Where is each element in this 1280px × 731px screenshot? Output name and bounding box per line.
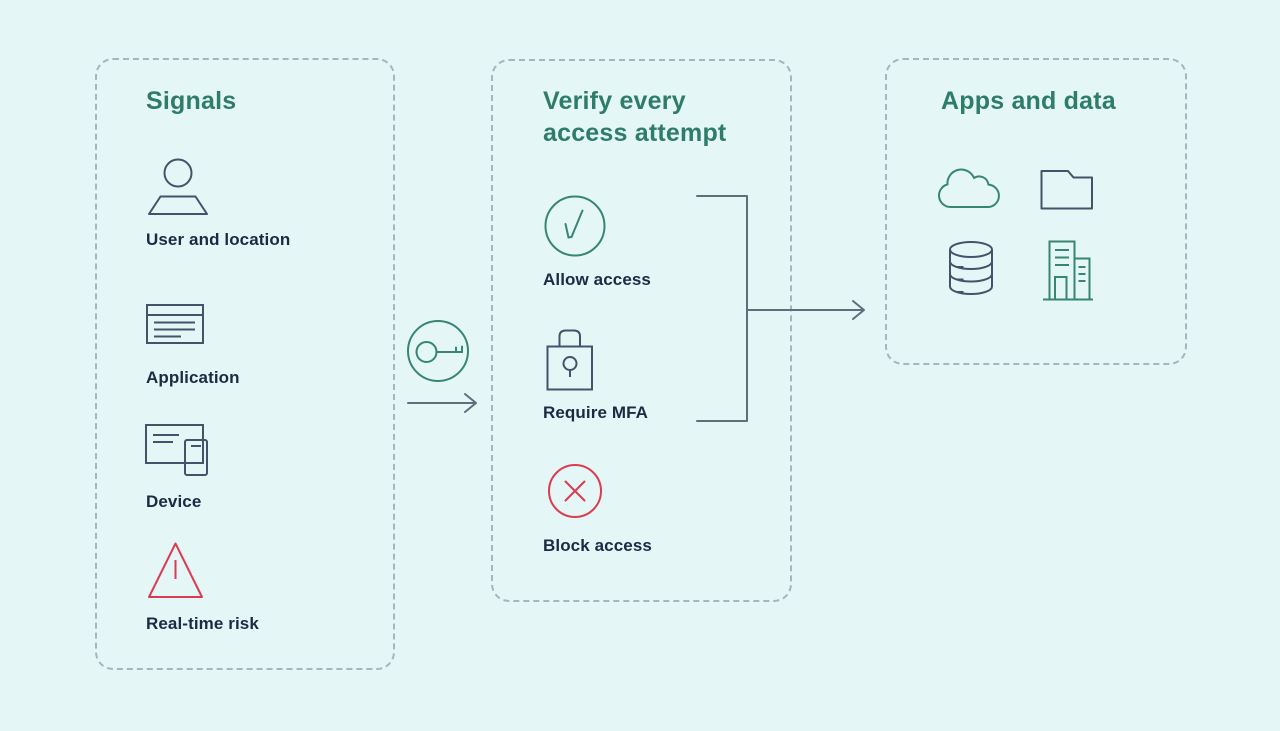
verify-panel <box>491 59 792 602</box>
signal-label: Device <box>146 492 202 511</box>
device-icon <box>144 423 210 477</box>
signals-to-verify-arrow <box>407 393 477 413</box>
signal-label: Application <box>146 368 240 387</box>
apps-title: Apps and data <box>941 87 1116 115</box>
cloud-icon <box>936 167 1002 211</box>
outcome-label: Block access <box>543 536 652 555</box>
check-circle-icon <box>544 195 606 257</box>
application-window-icon <box>146 304 204 344</box>
verify-title: Verify every access attempt <box>543 87 727 147</box>
buildings-icon <box>1042 239 1094 301</box>
database-icon <box>948 240 994 298</box>
signals-panel <box>95 58 395 670</box>
signal-label: Real-time risk <box>146 614 259 633</box>
x-circle-icon <box>547 463 603 519</box>
key-circle-icon <box>406 319 470 383</box>
folder-icon <box>1040 169 1094 211</box>
outcome-label: Require MFA <box>543 403 649 422</box>
apps-and-data-panel <box>885 58 1187 365</box>
warning-triangle-icon <box>147 540 205 600</box>
user-icon <box>146 158 210 216</box>
outcome-label: Allow access <box>543 270 651 289</box>
signal-label: User and location <box>146 230 291 249</box>
padlock-icon <box>546 328 594 392</box>
signals-title: Signals <box>146 87 237 115</box>
